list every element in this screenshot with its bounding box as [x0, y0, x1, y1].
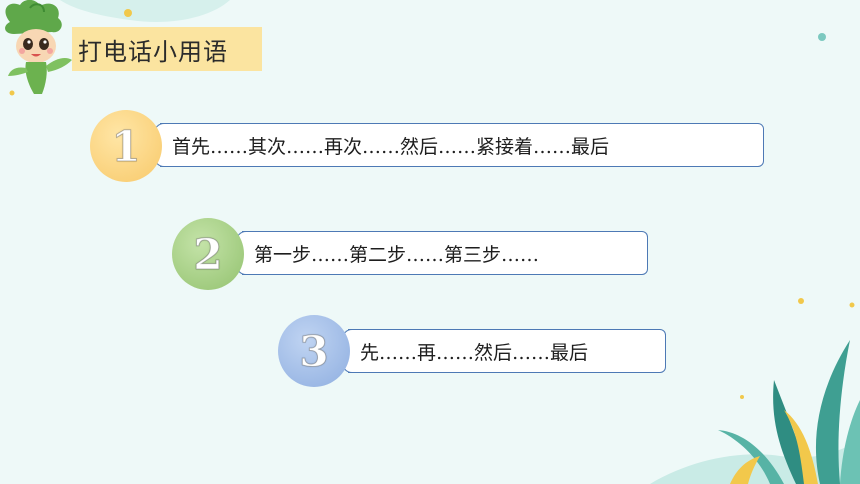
list-item-1-number-badge: 1 [90, 110, 162, 182]
list-item-1-text-box: 首先……其次……再次……然后……紧接着……最后 [154, 123, 764, 167]
list-item-1-text: 首先……其次……再次……然后……紧接着……最后 [172, 135, 610, 158]
list-item-2-text-box: 第一步……第二步……第三步…… [236, 231, 648, 275]
list-item-3-number-badge: 3 [278, 315, 350, 387]
plant-decoration [718, 340, 860, 484]
list-item-2-number-badge: 2 [172, 218, 244, 290]
list-item-2-number: 2 [193, 229, 223, 279]
list-item-3-text-box: 先……再……然后……最后 [342, 329, 666, 373]
corner-blob-decoration [60, 0, 230, 22]
list-item-1-number: 1 [111, 121, 141, 171]
list-item-3-number: 3 [299, 326, 329, 376]
leaf-mascot-icon [5, 0, 72, 94]
list-item-3-text: 先……再……然后……最后 [360, 341, 589, 364]
page-title: 打电话小用语 [72, 27, 262, 71]
list-item-2-text: 第一步……第二步……第三步…… [254, 243, 540, 266]
